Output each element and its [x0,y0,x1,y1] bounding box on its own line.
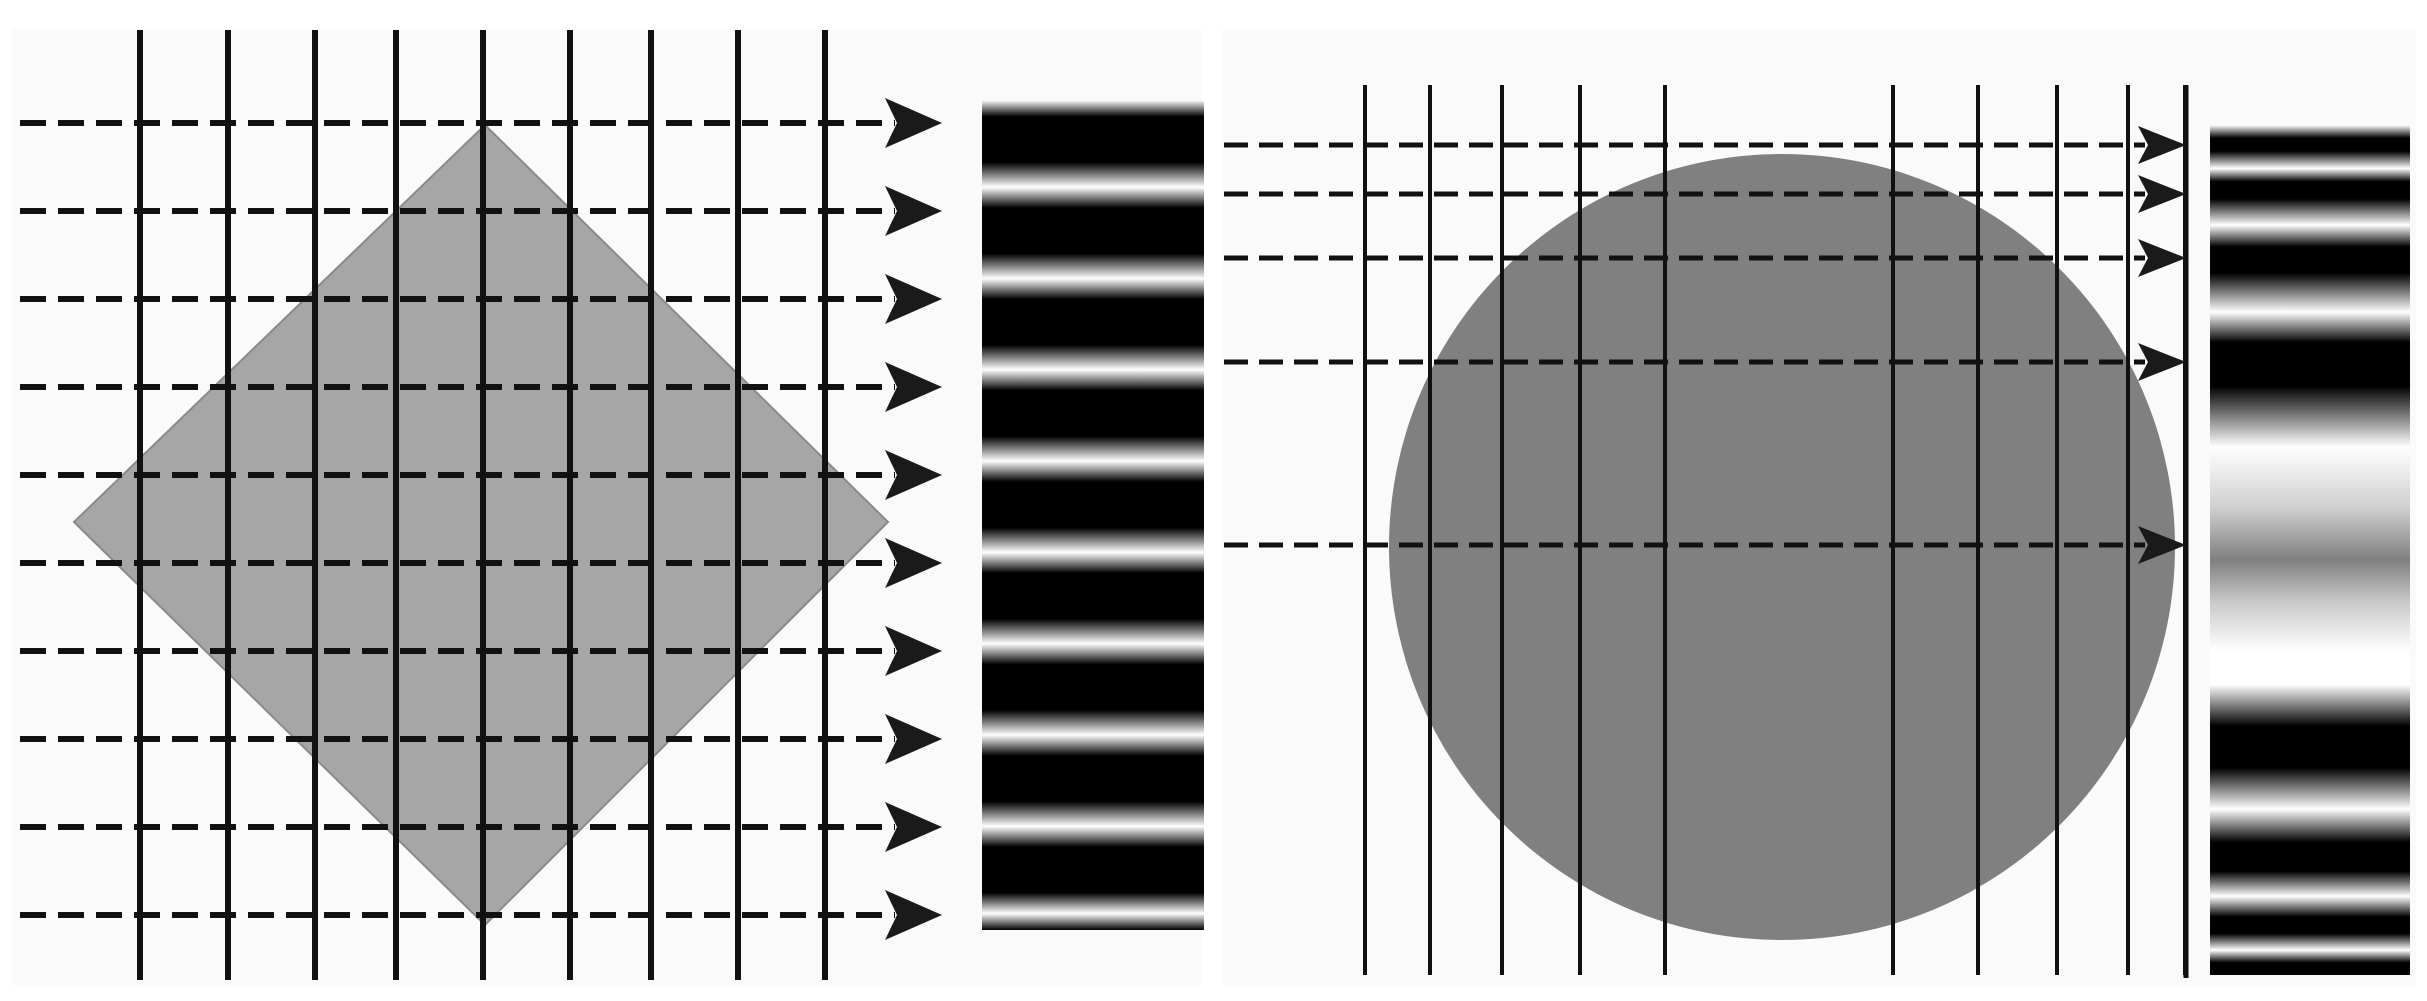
left-fringe-pattern [982,100,1204,930]
left-ray-arrowhead [885,362,942,412]
left-ray-arrowhead [885,186,942,236]
right-ray-arrowhead [2138,175,2186,213]
right-ray-arrowhead [2138,239,2186,277]
left-ray-arrowhead [885,538,942,588]
left-horizontal-rays [20,98,942,940]
left-ray-arrowhead [885,274,942,324]
left-ray-arrowhead [885,802,942,852]
left-ray-arrowhead [885,98,942,148]
right-ray-arrowhead [2138,343,2186,381]
right-ray-arrowhead [2138,126,2186,164]
right-vertical-lines [1363,85,2189,978]
left-ray-arrowhead [885,890,942,940]
left-ray-arrowhead [885,626,942,676]
left-ray-arrowhead [885,714,942,764]
right-panel-circle [1222,30,2416,985]
left-panel-diamond [12,30,1204,985]
left-vertical-lines [137,30,828,980]
right-fringe-pattern-bottom [2210,560,2410,975]
left-ray-arrowhead [885,450,942,500]
right-horizontal-rays [1224,126,2186,564]
right-ray-arrowhead [2138,526,2186,564]
right-fringe-pattern-top [2210,125,2410,560]
